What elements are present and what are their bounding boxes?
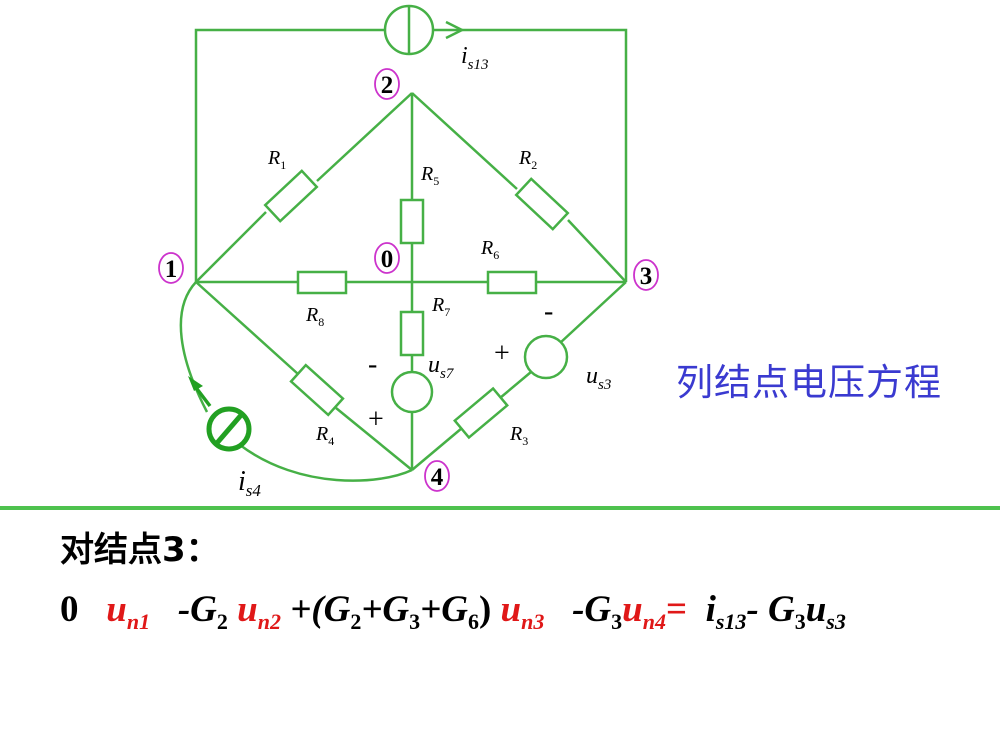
resistor-r7 [399,310,425,357]
resistor-r8 [296,270,348,295]
label-us7: us7 [428,352,455,382]
voltage-source-us3 [523,334,569,380]
eq-is13: is13 [705,589,747,634]
resistor-r1 [263,169,319,223]
eq-un2: un2 [237,589,281,634]
node-circle-1 [158,252,184,284]
label-r6: R6 [480,237,499,262]
wire-r1-upper [316,92,413,182]
polarity-us7-plus: + [368,404,384,435]
node-circle-4 [424,460,450,492]
node-label-1: 1 [165,256,178,283]
eq-un1: un1 [106,589,151,634]
wire-node3-us3 [559,281,627,344]
current-source-is13 [383,4,465,56]
node-label-0: 0 [381,246,394,273]
node-circle-3 [633,259,659,291]
wire-r4-upper [195,281,299,375]
wire-r1-lower [195,211,267,283]
label-is4: is4 [238,466,261,500]
polarity-us7-minus: - [368,349,377,380]
eq-un3: un3 [500,589,545,634]
wire-r4-lower [335,407,413,471]
polarity-us3-plus: + [494,338,510,369]
eq-g3-coef: -G3 [572,589,623,634]
eq-term-0: 0 [60,589,79,630]
wire-top-loop [194,28,628,282]
node-circle-0 [374,242,400,274]
label-r7: R7 [431,294,450,319]
label-r8: R8 [305,304,324,329]
node-3-label: 对结点3： [60,530,220,570]
node-circle-2 [374,68,400,100]
circuit-diagram: 1 2 0 3 4 R1 R2 R5 R6 R8 R7 R4 R3 is13 u… [158,4,659,500]
label-r2: R2 [518,147,537,172]
label-is13: is13 [461,43,489,73]
wire-us3-r3 [499,371,532,399]
label-r3: R3 [509,423,528,448]
resistor-r2 [514,177,570,231]
resistor-r3 [453,386,509,440]
voltage-source-us7 [390,370,434,414]
wire-r2-lower [567,219,627,283]
label-r4: R4 [315,423,334,448]
heading-node-voltage-equations: 列结点电压方程 [676,361,942,404]
node-label-2: 2 [381,72,394,99]
eq-un4: un4 [622,589,666,634]
resistor-r5 [399,198,425,245]
label-us3: us3 [586,363,611,393]
wire-r2-upper [411,92,518,190]
wire-is4-arc [179,281,209,413]
wire-r3-node4 [411,427,463,471]
divider-line [0,506,1000,510]
node-label-4: 4 [431,464,444,491]
node-label-3: 3 [640,263,653,290]
eq-equals: = [665,589,688,630]
eq-g3us3: - G3us3 [746,589,846,634]
polarity-us3-minus: - [544,296,553,327]
eq-g2-coef: -G2 [177,589,228,634]
current-source-is4 [188,376,252,452]
resistor-r6 [486,270,538,295]
label-r5: R5 [420,163,439,188]
eq-sum-coef: +(G2+G3+G6) [290,589,492,634]
node-equation: 0 un1 -G2 un2 +(G2+G3+G6) un3 -G3un4= is… [60,588,846,635]
label-r1: R1 [267,147,286,172]
resistor-r4 [289,363,345,417]
wire-is4-arc-lower [239,443,413,482]
